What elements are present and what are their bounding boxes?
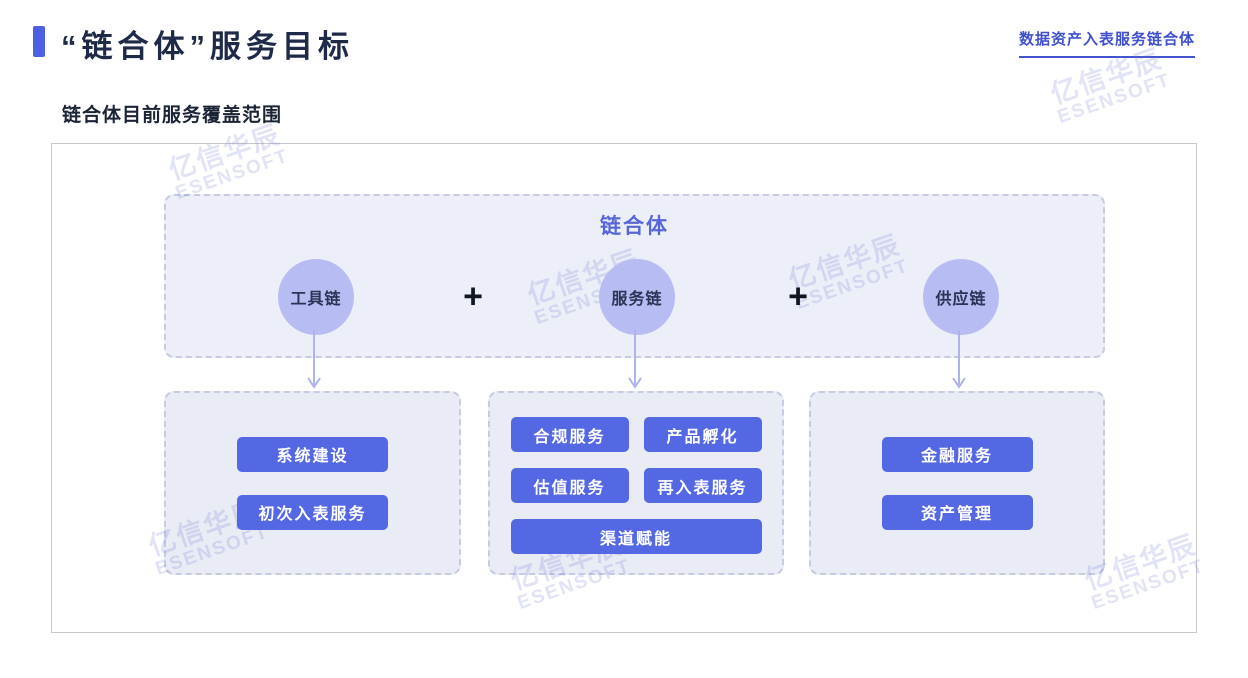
service-pill: 资产管理 [881, 494, 1033, 530]
service-group-tool-chain: 系统建设 初次入表服务 [164, 391, 461, 575]
chain-node-tool-chain: 工具链 [278, 259, 354, 335]
chain-group-title: 链合体 [600, 215, 669, 238]
section-subtitle: 链合体目前服务覆盖范围 [62, 105, 283, 126]
service-group-service-chain: 合规服务 产品孵化 估值服务 再入表服务 渠道赋能 [488, 391, 784, 575]
service-pill: 初次入表服务 [237, 494, 388, 530]
service-pill: 渠道赋能 [510, 519, 762, 554]
title-accent-bar [33, 26, 45, 57]
page-title: “链合体”服务目标 [61, 29, 354, 64]
service-pill: 再入表服务 [643, 468, 762, 503]
chain-node-supply-chain: 供应链 [923, 259, 999, 335]
service-pill: 估值服务 [510, 468, 629, 503]
plus-sign: + [788, 277, 808, 316]
service-pill: 金融服务 [881, 436, 1033, 472]
service-group-supply-chain: 金融服务 资产管理 [809, 391, 1105, 575]
diagram-canvas: 链合体 工具链 + 服务链 + 供应链 系统建设 初次入表服务 合 [51, 143, 1197, 633]
header-link[interactable]: 数据资产入表服务链合体 [1018, 28, 1195, 58]
chain-node-service-chain: 服务链 [599, 259, 675, 335]
plus-sign: + [463, 277, 483, 316]
down-arrow-icon [307, 330, 321, 389]
service-pill: 系统建设 [237, 436, 388, 472]
service-pill: 合规服务 [510, 417, 629, 452]
down-arrow-icon [628, 330, 642, 389]
down-arrow-icon [952, 330, 966, 389]
service-pill: 产品孵化 [643, 417, 762, 452]
